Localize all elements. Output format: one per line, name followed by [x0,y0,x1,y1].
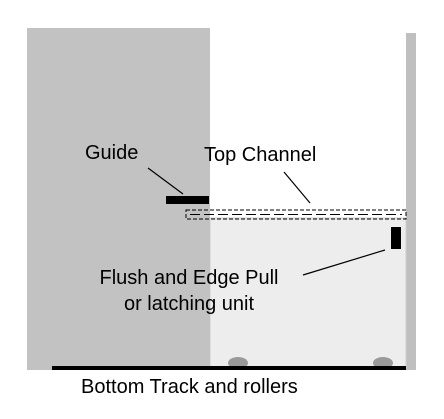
top-channel-label: Top Channel [204,144,317,166]
edge-pull [391,227,401,249]
bottom-track-label: Bottom Track and rollers [81,376,298,398]
right-wall [406,33,416,370]
bottom-track [52,366,406,370]
pull-label-line2: or latching unit [123,293,255,315]
pull-label-line1: Flush and Edge Pull [99,267,279,289]
guide-block [166,196,209,204]
guide-label: Guide [85,142,139,164]
pull-leader [302,249,386,276]
guide-leader [147,167,184,195]
top-channel [185,209,407,220]
top-channel-leader [283,171,311,204]
door-panel [209,217,407,369]
